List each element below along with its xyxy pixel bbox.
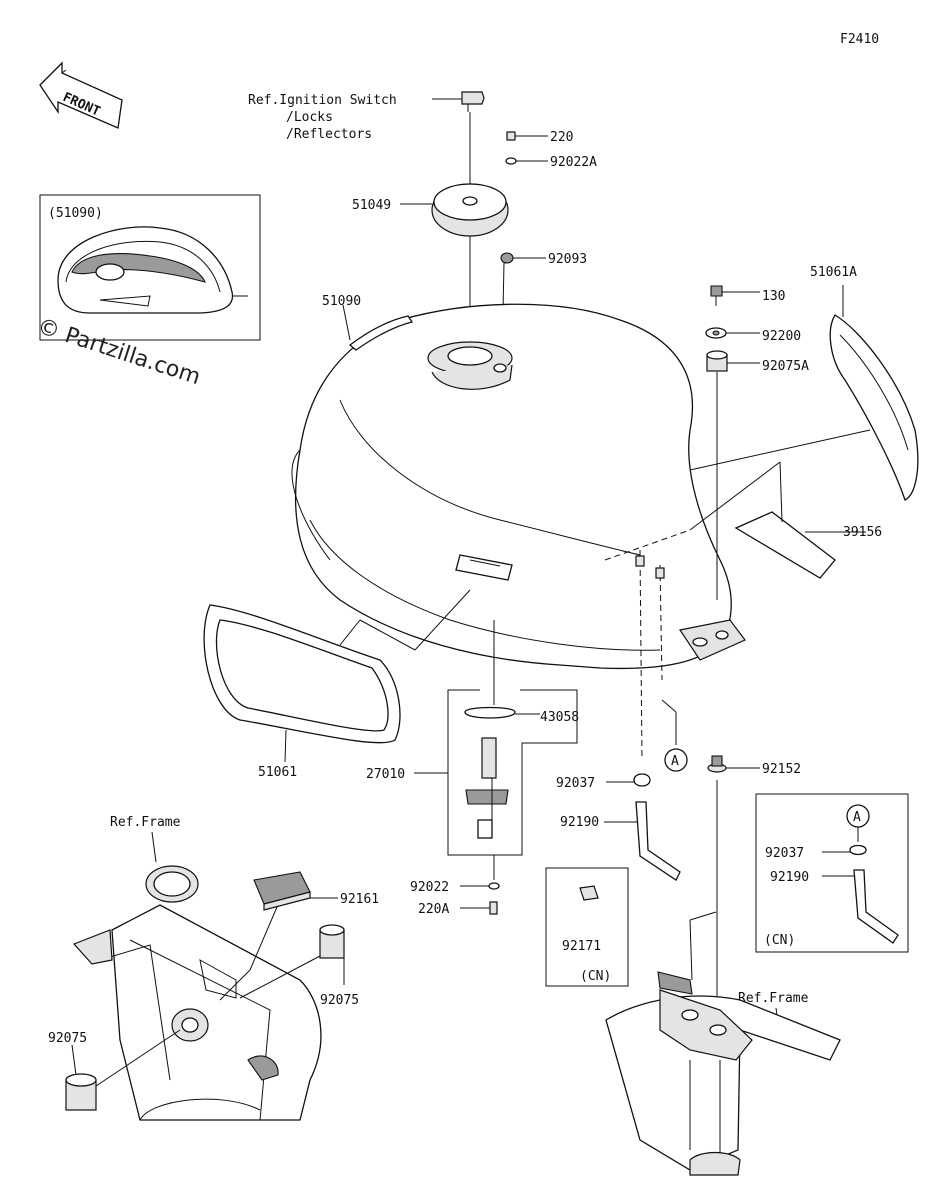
watermark: © Partzilla.com xyxy=(34,314,203,390)
ref-frame-right-label: Ref.Frame xyxy=(738,991,809,1006)
part-92075a-grommet: 92075A xyxy=(706,350,809,600)
cn-label-1: (CN) xyxy=(580,969,611,984)
part-92152: 92152 xyxy=(707,755,801,1010)
part-92037-clamp: 92037 xyxy=(556,773,651,791)
part-92171-cn: 92171 (CN) xyxy=(545,867,629,987)
callout-92075-right: 92075 xyxy=(320,993,359,1008)
ref-reflectors-label: /Reflectors xyxy=(286,127,372,142)
frame-left: Ref.Frame xyxy=(72,815,322,1121)
marker-a: A xyxy=(661,699,688,772)
front-arrow-icon: FRONT xyxy=(39,61,123,129)
callout-92022a: 92022A xyxy=(550,155,597,170)
callout-130: 130 xyxy=(762,289,785,304)
callout-43058: 43058 xyxy=(540,710,579,725)
callout-92075-left: 92075 xyxy=(48,1031,87,1046)
callout-92190: 92190 xyxy=(560,815,599,830)
callout-92152: 92152 xyxy=(762,762,801,777)
callout-220: 220 xyxy=(550,130,573,145)
ref-locks-label: /Locks xyxy=(286,110,333,125)
ref-ignition-label: Ref.Ignition Switch xyxy=(248,93,397,108)
part-92190-hose: 92190 xyxy=(560,801,681,881)
callout-92161: 92161 xyxy=(340,892,379,907)
ref-frame-left-label: Ref.Frame xyxy=(110,815,181,830)
part-220-bolt: 220 xyxy=(506,130,573,145)
part-92200-washer: 92200 xyxy=(705,327,801,344)
part-92075-left: 92075 xyxy=(48,1029,181,1111)
cn-hose-group: A 92037 92190 (CN) xyxy=(755,793,909,953)
callout-92171: 92171 xyxy=(562,939,601,954)
callout-51061: 51061 xyxy=(258,765,297,780)
part-220a-bolt: 220A xyxy=(418,901,498,917)
callout-39156: 39156 xyxy=(843,525,882,540)
callout-92037b: 92037 xyxy=(765,846,804,861)
callout-92022: 92022 xyxy=(410,880,449,895)
part-92075-right: 92075 xyxy=(239,924,359,1008)
part-92161: 92161 xyxy=(253,871,379,911)
part-51090-fuel-tank: 51090 xyxy=(291,294,732,670)
callout-27010: 27010 xyxy=(366,767,405,782)
callout-220a: 220A xyxy=(418,902,449,917)
frame-right: Ref.Frame xyxy=(605,911,841,1176)
part-51061a-pad: 51061A xyxy=(689,265,919,501)
callout-92200: 92200 xyxy=(762,329,801,344)
part-92022-washer: 92022 xyxy=(410,880,500,895)
tank-rear-bracket xyxy=(635,549,746,761)
cn-label-2: (CN) xyxy=(764,933,795,948)
inset-51090-label: (51090) xyxy=(48,206,103,221)
part-92022a-washer: 92022A xyxy=(505,155,597,170)
marker-a-label: A xyxy=(671,754,679,769)
part-51049-cap: 51049 xyxy=(352,183,509,345)
callout-92037: 92037 xyxy=(556,776,595,791)
ignition-ref: Ref.Ignition Switch /Locks /Reflectors xyxy=(248,91,485,185)
inset-51090: (51090) xyxy=(39,194,261,341)
figure-code: F2410 xyxy=(840,32,879,47)
callout-51061a: 51061A xyxy=(810,265,857,280)
callout-92075a: 92075A xyxy=(762,359,809,374)
callout-92190b: 92190 xyxy=(770,870,809,885)
part-130-bolt: 130 xyxy=(710,285,785,306)
part-51061-pad: 51061 xyxy=(203,589,471,780)
marker-a2-label: A xyxy=(853,810,861,825)
callout-51049: 51049 xyxy=(352,198,391,213)
callout-51090: 51090 xyxy=(322,294,361,309)
callout-92093: 92093 xyxy=(548,252,587,267)
part-39156-pad: 39156 xyxy=(604,461,882,579)
part-27010-fuel-pump: 43058 27010 xyxy=(366,620,579,880)
